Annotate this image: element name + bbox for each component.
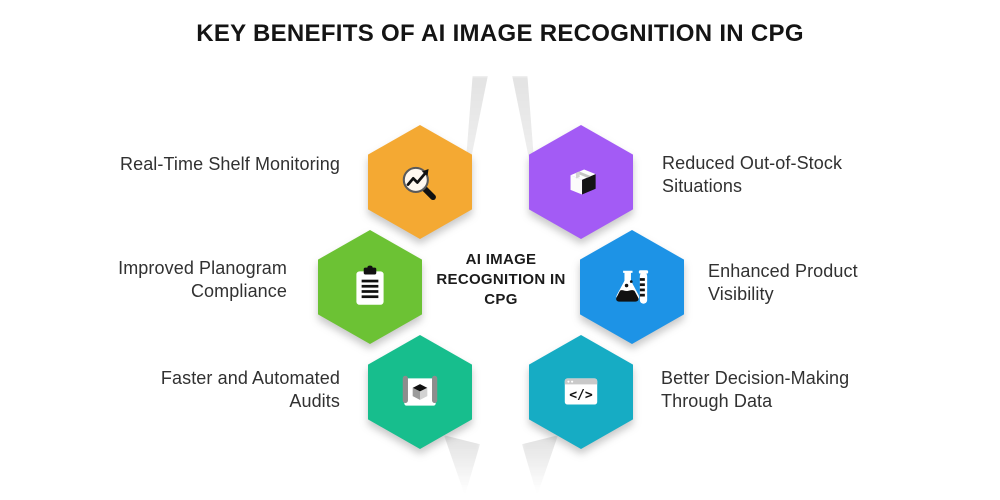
benefit-label-better-decision-making: Better Decision-Making Through Data bbox=[661, 368, 850, 411]
hexagon-shape bbox=[318, 230, 422, 344]
benefit-label-improved-planogram-compliance: Improved Planogram Compliance bbox=[118, 258, 287, 301]
hexagon-improved-planogram-compliance bbox=[318, 230, 422, 344]
hexagon-shape bbox=[368, 335, 472, 449]
hexagon-reduced-out-of-stock bbox=[529, 125, 633, 239]
center-label: AI IMAGE RECOGNITION IN CPG bbox=[436, 251, 566, 308]
hexagon-faster-automated-audits bbox=[368, 335, 472, 449]
blueprint-3d-cube-icon bbox=[402, 375, 438, 406]
benefit-label-enhanced-product-visibility: Enhanced Product Visibility bbox=[708, 261, 858, 304]
hexagon-shape bbox=[580, 230, 684, 344]
lab-flask-test-tube-icon bbox=[616, 270, 649, 304]
magnifier-trend-chart-icon bbox=[402, 166, 436, 201]
hexagon-shape bbox=[529, 125, 633, 239]
benefit-label-faster-automated-audits: Faster and Automated Audits bbox=[160, 368, 340, 411]
hexagon-better-decision-making: </> bbox=[529, 335, 633, 449]
benefit-label-reduced-out-of-stock: Reduced Out-of-Stock Situations bbox=[662, 153, 843, 196]
package-box-icon bbox=[570, 169, 596, 195]
hexagon-shape bbox=[368, 125, 472, 239]
clipboard-checklist-icon bbox=[356, 265, 384, 305]
svg-text:</>: </> bbox=[569, 388, 593, 403]
benefit-label-real-time-shelf-monitoring: Real-Time Shelf Monitoring bbox=[119, 154, 340, 174]
page-title: KEY BENEFITS OF AI IMAGE RECOGNITION IN … bbox=[196, 20, 804, 47]
hexagon-enhanced-product-visibility bbox=[580, 230, 684, 344]
hexagon-shape: </> bbox=[529, 335, 633, 449]
hexagon-real-time-shelf-monitoring bbox=[368, 125, 472, 239]
code-window-icon: </> bbox=[564, 378, 598, 405]
